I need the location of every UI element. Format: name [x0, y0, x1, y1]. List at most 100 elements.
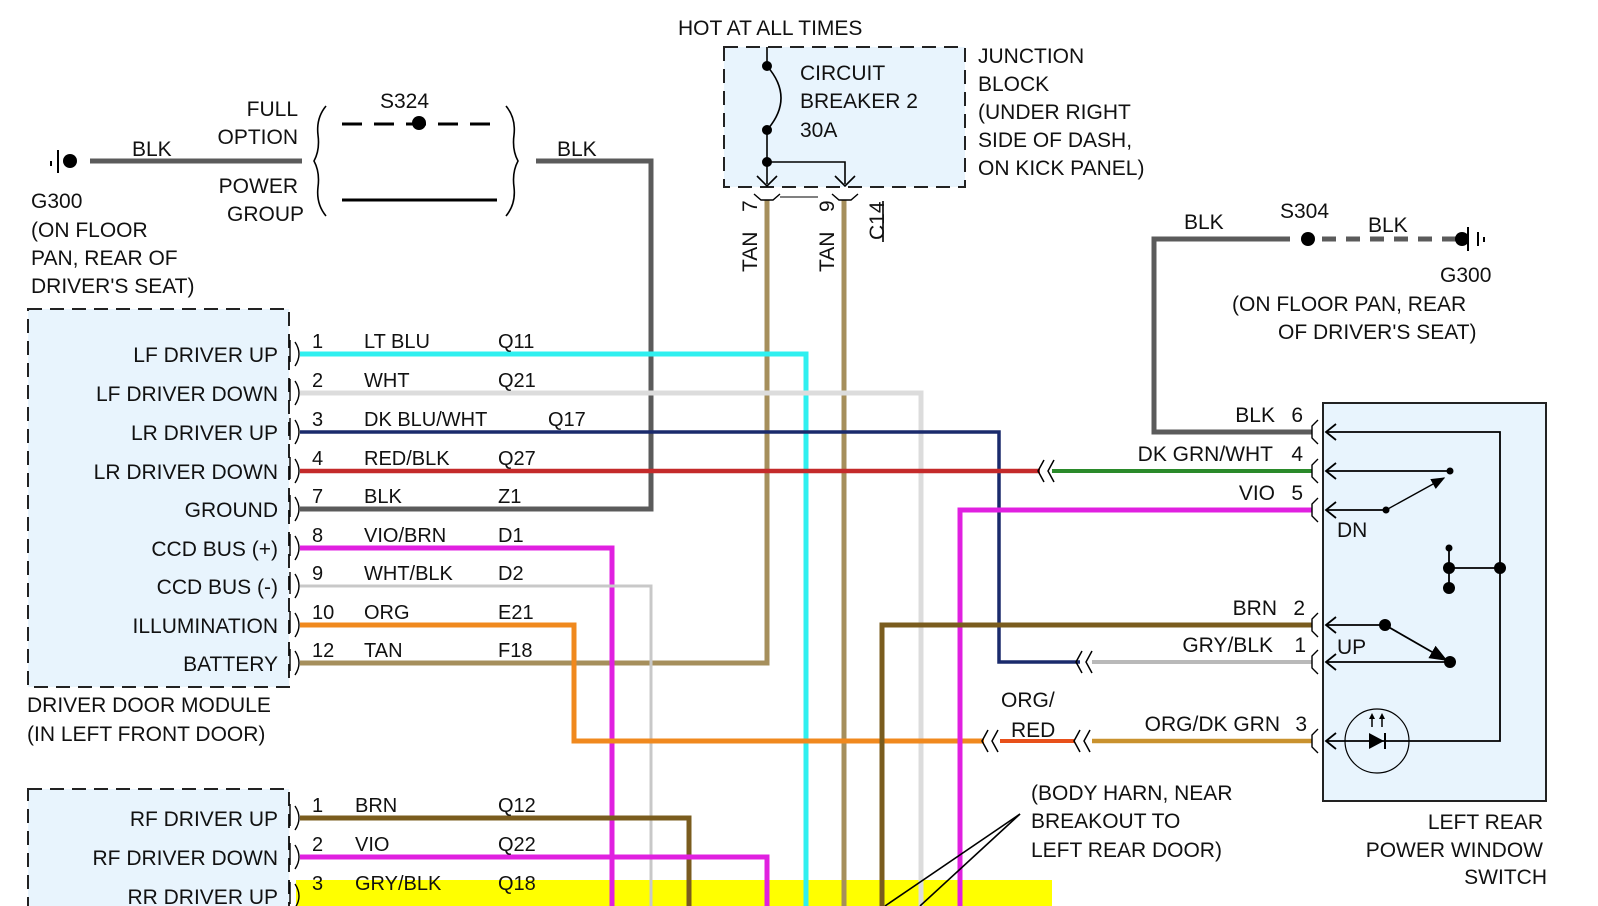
ground-symbol-g300-right	[1455, 227, 1485, 251]
lr-pin-number: 6	[1291, 404, 1303, 427]
right-ground-location-1: (ON FLOOR PAN, REAR	[1232, 293, 1466, 316]
org-red-label-1: ORG/	[1001, 689, 1055, 712]
lr-pin-number: 5	[1291, 482, 1303, 505]
org-red-label-2: RED	[1011, 719, 1055, 742]
pin-function-label: LF DRIVER DOWN	[96, 383, 278, 406]
pin-connector-symbol	[294, 805, 300, 831]
wire-vio-brn-d1	[300, 545, 615, 906]
junction-title-5: ON KICK PANEL)	[978, 157, 1144, 180]
wire-dk-blu-wht-q17	[300, 430, 1080, 664]
lr-switch-title-2: POWER WINDOW	[1366, 839, 1543, 862]
top-ground-location-1: (ON FLOOR	[31, 219, 148, 242]
wire-color-label: BLK	[364, 486, 402, 508]
circuit-id-label: Q27	[498, 448, 536, 470]
lr-pin-connector-symbol	[1311, 497, 1319, 523]
breaker-label-2: BREAKER 2	[800, 90, 918, 113]
pin-number: 3	[312, 409, 323, 431]
junction-title-1: JUNCTION	[978, 45, 1084, 68]
pin-connector-symbol	[294, 573, 300, 599]
pin-function-label: GROUND	[185, 499, 278, 522]
lr-pin-color: BLK	[1235, 404, 1275, 427]
top-ground-id: G300	[31, 190, 82, 213]
pin-function-label: LR DRIVER UP	[131, 422, 278, 445]
body-harness-note-2: BREAKOUT TO	[1031, 810, 1180, 833]
circuit-id-label: Q21	[498, 370, 536, 392]
pin-connector-symbol	[294, 650, 300, 676]
splice-s304-dot	[1301, 232, 1315, 246]
lr-switch-title-3: SWITCH	[1464, 866, 1547, 889]
driver-door-module-box	[27, 308, 290, 688]
pin-number: 9	[312, 563, 323, 585]
inline-connector-org	[981, 729, 999, 753]
top-ground-location-3: DRIVER'S SEAT)	[31, 275, 194, 298]
full-option-label-2: OPTION	[217, 126, 298, 149]
pin-number: 1	[312, 331, 323, 353]
wire-vio-q22	[300, 854, 770, 906]
jb-pin-9-label: 9	[816, 200, 839, 212]
pin-connector-symbol	[294, 496, 300, 522]
top-ground-wire-right-label: BLK	[557, 138, 597, 161]
jb-pin-9-color: TAN	[816, 232, 839, 272]
circuit-id-label: E21	[498, 602, 534, 624]
body-harness-note-1: (BODY HARN, NEAR	[1031, 782, 1232, 805]
pin-number: 12	[312, 640, 334, 662]
pin-connector-symbol	[294, 844, 300, 870]
pin-number: 7	[312, 486, 323, 508]
splice-s324-dot	[412, 116, 426, 130]
pin-number: 8	[312, 525, 323, 547]
pin-function-label: ILLUMINATION	[133, 615, 278, 638]
pin-number: 2	[312, 834, 323, 856]
wire-wht-blk-d2	[300, 584, 653, 906]
inline-connector-gry-blk	[1075, 650, 1093, 674]
pin-function-label: LR DRIVER DOWN	[94, 461, 278, 484]
option-brace-left	[313, 105, 327, 217]
wire-org-e21	[300, 622, 984, 744]
power-group-label-2: GROUP	[227, 203, 304, 226]
lr-switch-internals	[1324, 423, 1501, 774]
circuit-id-label: Q22	[498, 834, 536, 856]
circuit-id-label: F18	[498, 640, 532, 662]
circuit-id-label: D2	[498, 563, 524, 585]
right-ground-wire-left-label: BLK	[1184, 211, 1224, 234]
lr-switch-pin-row: 6 BLK	[1235, 404, 1319, 445]
pin-function-label: BATTERY	[183, 653, 278, 676]
breaker-label-3: 30A	[800, 119, 837, 142]
wire-color-label: LT BLU	[364, 331, 430, 353]
wire-vio-lr5	[957, 507, 1312, 906]
wire-color-label: RED/BLK	[364, 448, 450, 470]
wire-color-label: GRY/BLK	[355, 873, 442, 895]
wire-brn-lr2	[879, 622, 1312, 906]
top-ground-wire-left-label: BLK	[132, 138, 172, 161]
pin-connector-symbol	[294, 341, 300, 367]
inline-connector-red-blk	[1037, 459, 1055, 483]
circuit-id-label: Q17	[548, 409, 586, 431]
top-ground-location-2: PAN, REAR OF	[31, 247, 178, 270]
junction-title-2: BLOCK	[978, 73, 1049, 96]
pin-function-label: CCD BUS (-)	[157, 576, 278, 599]
lr-pin-number: 1	[1294, 634, 1306, 657]
jb-pin-7-color: TAN	[739, 232, 762, 272]
full-option-label-1: FULL	[247, 98, 298, 121]
lr-pin-number: 2	[1293, 597, 1305, 620]
circuit-id-label: D1	[498, 525, 524, 547]
wire-brn-q12	[300, 815, 692, 906]
hot-at-all-times-label: HOT AT ALL TIMES	[678, 17, 862, 40]
lr-switch-dots	[1379, 467, 1506, 668]
lr-pin-color: VIO	[1239, 482, 1275, 505]
lr-pin-color: DK GRN/WHT	[1138, 443, 1273, 466]
wire-color-label: DK BLU/WHT	[364, 409, 487, 431]
switch-up-label: UP	[1337, 636, 1366, 659]
pin-function-label: RF DRIVER UP	[130, 808, 278, 831]
pin-connector-symbol	[294, 419, 300, 445]
wire-lt-blu-q11	[300, 351, 809, 906]
circuit-breaker-symbol	[756, 47, 856, 188]
wire-color-label: VIO	[355, 834, 389, 856]
